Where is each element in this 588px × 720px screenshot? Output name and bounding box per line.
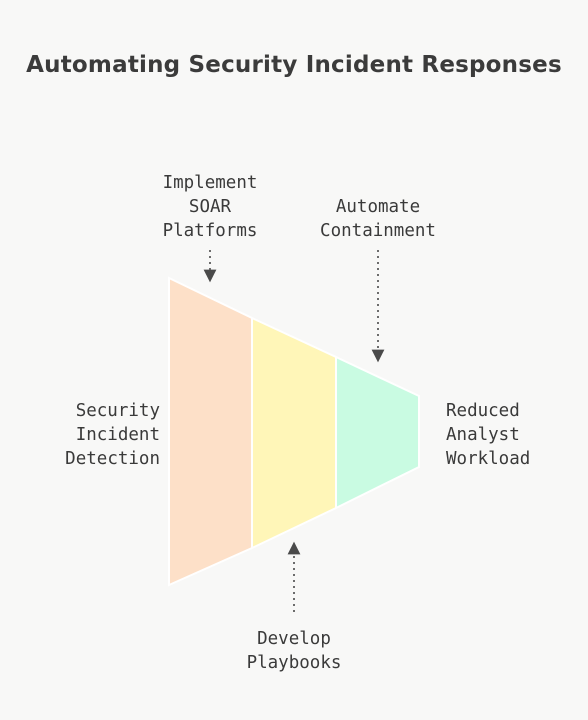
label-develop-playbooks: Develop Playbooks [246,629,342,673]
funnel-stage-1 [168,276,253,587]
diagram-title: Automating Security Incident Responses [26,52,562,78]
funnel-stage-3 [335,355,420,510]
label-security-incident-detection: Security Incident Detection [65,401,160,469]
funnel-stage-2 [251,316,337,550]
label-automate-containment: Automate Containment [320,197,436,241]
label-implement-soar: Implement SOAR Platforms [162,173,258,241]
label-reduced-analyst-workload: Reduced Analyst Workload [446,401,531,469]
